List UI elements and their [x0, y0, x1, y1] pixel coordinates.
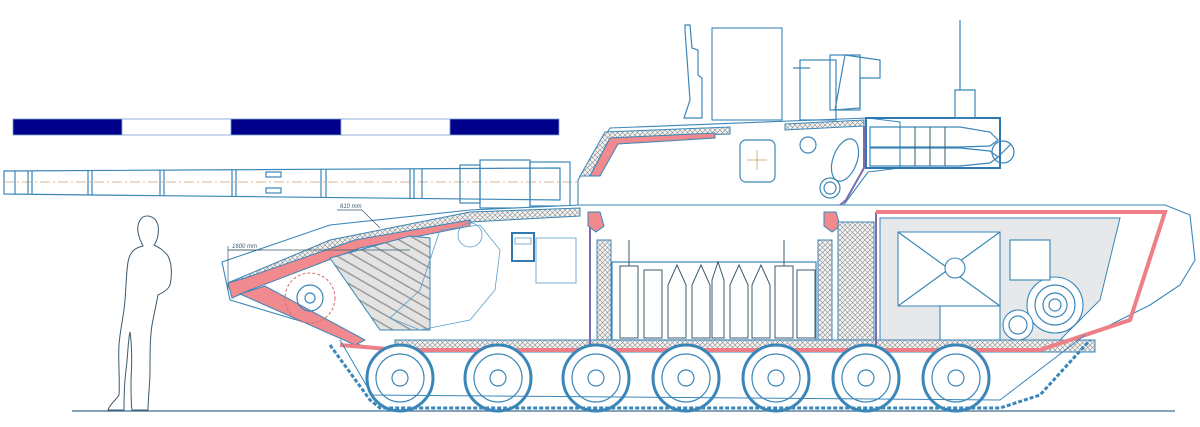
scale-bar — [12, 118, 560, 136]
road-wheel — [831, 343, 901, 413]
road-wheel — [365, 343, 435, 413]
crew-compartment — [389, 220, 591, 345]
dimension-label-1600: 1600 mm — [232, 244, 257, 250]
road-wheel — [561, 343, 631, 413]
drive-sprocket — [284, 272, 336, 324]
road-wheel — [463, 343, 533, 413]
dimension-label-610: 610 mm — [340, 204, 362, 210]
turret — [577, 20, 1015, 213]
hull — [221, 204, 1196, 353]
human-silhouette — [107, 215, 172, 411]
engine-compartment — [879, 217, 1121, 341]
road-wheels — [365, 343, 991, 413]
rear-armor — [400, 210, 1168, 352]
road-wheel — [921, 343, 991, 413]
bustle-ammunition — [865, 117, 1015, 169]
road-wheel — [741, 343, 811, 413]
mesh-block-rear-bulkhead — [837, 221, 875, 341]
track — [328, 334, 1092, 410]
dimension-610: 610 mm — [337, 204, 381, 229]
sight-box — [711, 27, 783, 121]
road-wheel — [651, 343, 721, 413]
dimension-1600: 1600 mm — [227, 244, 410, 290]
autoloader-carousel — [587, 211, 841, 341]
